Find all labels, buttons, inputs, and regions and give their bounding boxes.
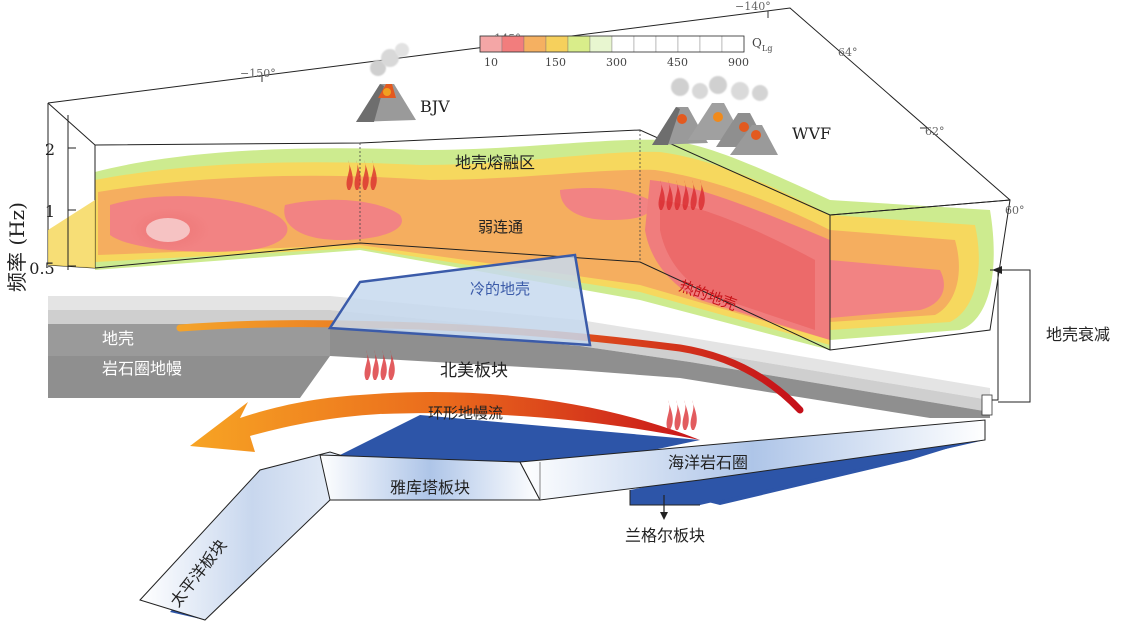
colorbar-cell: [699, 35, 723, 53]
heat-plume: [388, 350, 395, 380]
colorbar-cell: [677, 35, 701, 53]
label-crust-attenuation: 地壳衰减: [1046, 325, 1110, 344]
lat-label-62: 62°: [925, 125, 945, 138]
colorbar-title-sub: Lg: [762, 44, 772, 53]
colorbar-ticks: 10 150 300 450 900: [484, 56, 749, 69]
frequency-axis: 2 1 0.5 频率 (Hz): [5, 115, 76, 292]
heat-plume: [380, 350, 387, 380]
toroidal-flow-arrow: [190, 392, 700, 452]
heat-plume: [370, 160, 377, 190]
y-tick-1: 1: [45, 202, 55, 221]
lat-label-60: 60°: [1005, 204, 1025, 217]
heat-plumes: [346, 160, 705, 430]
lat-label-64: 64°: [838, 46, 858, 59]
colorbar-cell: [501, 35, 525, 53]
heat-plume: [364, 350, 371, 380]
heat-plume: [674, 180, 681, 210]
attenuation-section: [47, 102, 1011, 351]
y-tick-2: 2: [45, 140, 55, 159]
label-toroidal-flow: 环形地幔流: [428, 404, 503, 422]
volcano-label-wvf: WVF: [792, 124, 831, 143]
colorbar-cell: [545, 35, 569, 53]
lon-label-140: −140°: [735, 0, 771, 13]
colorbar-tick-label: 900: [728, 56, 749, 69]
label-wrangell-plate: 兰格尔板块: [625, 526, 705, 545]
label-oceanic-lithosphere: 海洋岩石圈: [668, 453, 748, 472]
label-crust-melt-zone: 地壳熔融区: [455, 153, 535, 172]
colorbar-cell: [589, 35, 613, 53]
heat-plume: [666, 400, 673, 430]
label-lithospheric-mantle: 岩石圈地幔: [102, 359, 182, 378]
heat-plume: [682, 400, 689, 430]
colorbar-cell: [633, 35, 657, 53]
colorbar-cells: [479, 35, 745, 53]
heat-plume: [362, 160, 369, 190]
label-cold-crust: 冷的地壳: [470, 280, 530, 298]
heat-plume: [346, 160, 353, 190]
colorbar-tick-label: 10: [484, 56, 498, 69]
volcano-icon: [652, 76, 778, 155]
label-yakutat-plate: 雅库塔板块: [390, 478, 470, 497]
colorbar-cell: [479, 35, 503, 53]
lon-label-150: −150°: [240, 67, 276, 80]
heat-plume: [372, 350, 379, 380]
colorbar-cell: [721, 35, 745, 53]
colorbar-cell: [567, 35, 591, 53]
label-weak-connectivity: 弱连通: [478, 218, 523, 236]
heat-plume: [666, 180, 673, 210]
colorbar-title: Q: [752, 36, 762, 50]
heat-plume: [690, 180, 697, 210]
colorbar-tick-label: 150: [545, 56, 566, 69]
cold-crust-block: [327, 253, 592, 347]
colorbar-cell: [523, 35, 547, 53]
y-tick-0-5: 0.5: [29, 259, 54, 278]
volcano-icon: [356, 43, 416, 122]
colorbar-cell: [611, 35, 635, 53]
heat-plume: [354, 160, 361, 190]
colorbar-tick-label: 300: [606, 56, 627, 69]
y-axis-label: 频率 (Hz): [5, 202, 29, 292]
volcano-wvf: [652, 76, 778, 155]
heat-plume: [690, 400, 697, 430]
label-crust: 地壳: [102, 329, 134, 348]
label-north-american-plate: 北美板块: [440, 361, 508, 381]
colorbar-cell: [655, 35, 679, 53]
heat-plume: [658, 180, 665, 210]
attenuation-bracket: [992, 266, 1031, 403]
colorbar-tick-label: 450: [667, 56, 688, 69]
heat-plume: [674, 400, 681, 430]
colorbar: 10 150 300 450 900 Q Lg: [479, 35, 772, 69]
subducting-slabs: [139, 415, 986, 621]
heat-plume: [682, 180, 689, 210]
volcano-label-bjv: BJV: [420, 97, 450, 116]
heat-plume: [698, 180, 705, 210]
volcano-bjv: [356, 43, 416, 122]
